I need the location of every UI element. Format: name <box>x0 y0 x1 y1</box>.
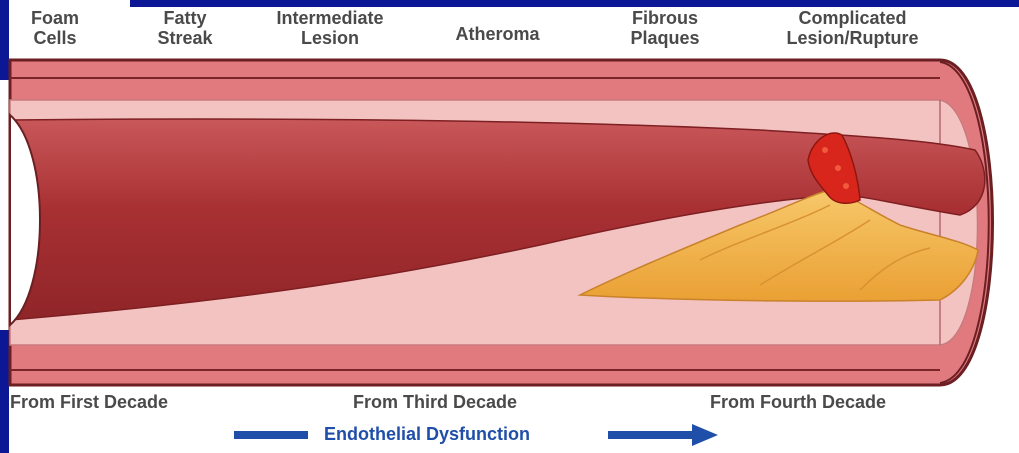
thrombus-dot-1 <box>822 147 828 153</box>
decade-label-first: From First Decade <box>10 392 168 413</box>
decade-label-third: From Third Decade <box>353 392 517 413</box>
stage-label-complicated-lesion: Complicated Lesion/Rupture <box>760 8 945 48</box>
stage-label-fatty-streak: Fatty Streak <box>145 8 225 48</box>
stage-label-intermediate-lesion: Intermediate Lesion <box>255 8 405 48</box>
thrombus-dot-3 <box>843 183 849 189</box>
stage-label-atheroma: Atheroma <box>435 24 560 44</box>
stage-label-fibrous-plaques: Fibrous Plaques <box>610 8 720 48</box>
stage-label-foam-cells: Foam Cells <box>20 8 90 48</box>
decade-label-fourth: From Fourth Decade <box>710 392 886 413</box>
arrow-right-segment <box>608 431 694 439</box>
arrow-left-segment <box>234 431 308 439</box>
endothelial-dysfunction-label: Endothelial Dysfunction <box>324 424 530 445</box>
thrombus-dot-2 <box>835 165 841 171</box>
